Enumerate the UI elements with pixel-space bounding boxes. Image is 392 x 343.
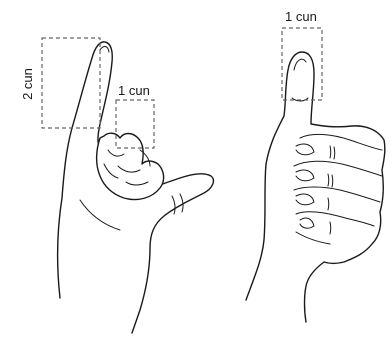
right-hand-drawing [246, 52, 385, 322]
one-cun-label-right: 1 cun [285, 9, 317, 24]
two-cun-label: 2 cun [20, 68, 35, 100]
one-cun-label-left: 1 cun [118, 83, 150, 98]
